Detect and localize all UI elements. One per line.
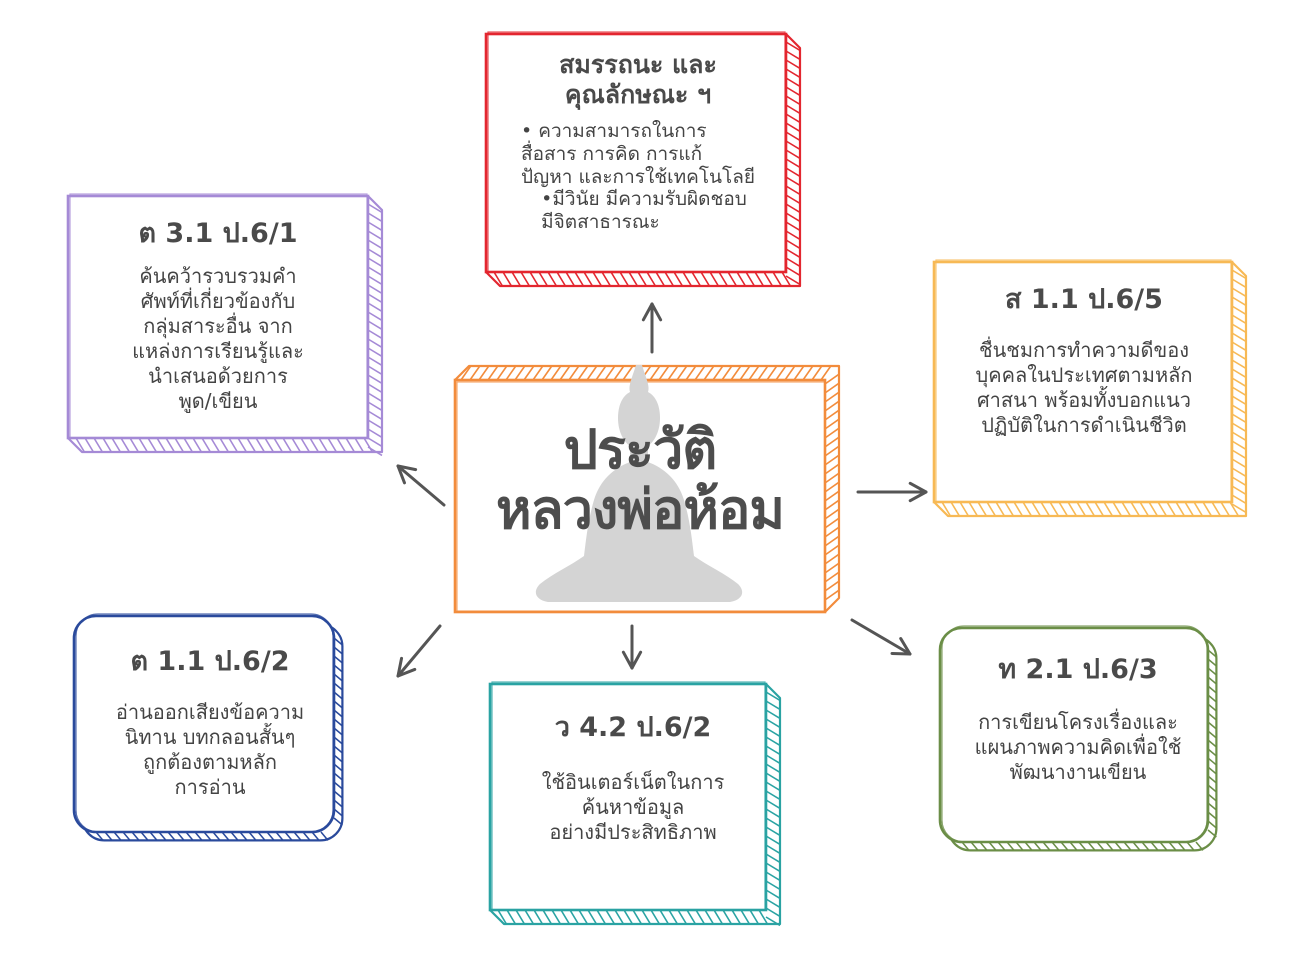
- arrow-icon: [641, 302, 663, 354]
- node-title: ต 1.1 ป.6/2: [130, 646, 290, 677]
- node-body: ชื่นชมการทำความดีของ บุคคลในประเทศตามหลั…: [975, 338, 1193, 438]
- node-thai-2-1: ท 2.1 ป.6/3 การเขียนโครงเรื่องและ แผนภาพ…: [940, 636, 1216, 858]
- node-bullet: •มีวินัย มีความรับผิดชอบ มีจิตสาธารณะ: [541, 188, 747, 234]
- arrow-icon: [396, 624, 442, 678]
- node-title: ว 4.2 ป.6/2: [554, 712, 712, 743]
- node-body: อ่านออกเสียงข้อความ นิทาน บทกลอนสั้นๆ ถู…: [115, 700, 305, 800]
- arrow-icon: [856, 481, 928, 503]
- box-foreign-language-1-1: [72, 613, 344, 842]
- box-science-4-2: [488, 681, 782, 927]
- box-foreign-language-3-1: [66, 193, 384, 457]
- connector-arrows: [396, 302, 928, 678]
- node-title: ส 1.1 ป.6/5: [1005, 284, 1163, 315]
- center-title: ประวัติ หลวงพ่อห้อม: [495, 418, 785, 542]
- node-title: ท 2.1 ป.6/3: [998, 654, 1158, 685]
- node-social-1-1: ส 1.1 ป.6/5 ชื่นชมการทำความดีของ บุคคลใน…: [934, 266, 1234, 512]
- node-body: การเขียนโครงเรื่องและ แผนภาพความคิดเพื่อ…: [974, 710, 1182, 785]
- arrow-icon: [850, 618, 912, 656]
- box-social-1-1: [932, 259, 1248, 518]
- node-competencies: สมรรถนะ และคุณลักษณะ ฯ • ความสามารถในการ…: [488, 36, 788, 276]
- box-competencies: [484, 31, 802, 288]
- node-science-4-2: ว 4.2 ป.6/2 ใช้อินเตอร์เน็ตในการ ค้นหาข้…: [492, 688, 774, 916]
- node-title: สมรรถนะ และคุณลักษณะ ฯ: [559, 50, 717, 109]
- node-body: ใช้อินเตอร์เน็ตในการ ค้นหาข้อมูล อย่างมี…: [541, 770, 725, 845]
- node-foreign-language-3-1: ต 3.1 ป.6/1 ค้นคว้ารวบรวมคำ ศัพท์ที่เกี่…: [68, 200, 368, 440]
- node-body: ค้นคว้ารวบรวมคำ ศัพท์ที่เกี่ยวข้องกับ กล…: [132, 264, 304, 414]
- box-frames: [66, 31, 1248, 927]
- arrow-icon: [396, 464, 446, 507]
- box-thai-2-1: [938, 625, 1218, 852]
- arrow-icon: [621, 624, 643, 670]
- node-foreign-language-1-1: ต 1.1 ป.6/2 อ่านออกเสียงข้อความ นิทาน บท…: [76, 628, 344, 848]
- node-title: ต 3.1 ป.6/1: [138, 218, 298, 249]
- node-bullet: • ความสามารถในการ สื่อสาร การคิด การแก้ …: [520, 120, 756, 188]
- buddha-silhouette-icon: [535, 365, 743, 602]
